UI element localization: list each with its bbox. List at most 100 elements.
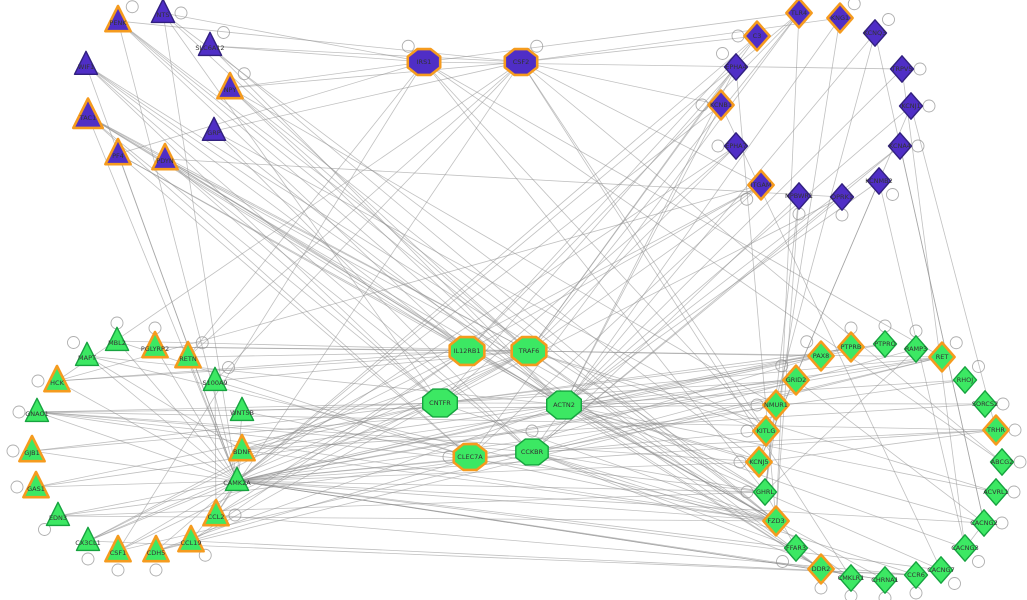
PTPRB-shape[interactable] (837, 331, 865, 363)
MAPT-shape[interactable] (74, 341, 100, 367)
node-ACTN2[interactable]: ACTN2 (546, 390, 582, 420)
node-IRS1[interactable]: IRS1 (406, 47, 442, 77)
BDNF-shape[interactable] (228, 433, 256, 462)
node-TRAF6[interactable]: TRAF6 (510, 335, 548, 367)
node-ABCG2[interactable]: ABCG2 (989, 448, 1015, 476)
WIF1-shape[interactable] (73, 50, 99, 76)
ABCG2-shape[interactable] (989, 448, 1015, 476)
KITLG-shape[interactable] (752, 415, 780, 447)
CAMK2A-shape[interactable] (224, 466, 250, 492)
CNTFR-shape[interactable] (422, 388, 458, 418)
node-GHRL[interactable]: GHRL (752, 478, 778, 506)
WNT5B-shape[interactable] (229, 396, 255, 422)
FZD3-shape[interactable] (762, 505, 790, 537)
RHOJ-shape[interactable] (952, 366, 978, 394)
IL12RB1-shape[interactable] (448, 335, 486, 367)
PAX8-shape[interactable] (807, 340, 835, 372)
EDN3-shape[interactable] (45, 501, 71, 527)
CSF1-shape[interactable] (104, 534, 132, 563)
NPY-shape[interactable] (216, 71, 244, 100)
CCL19-shape[interactable] (177, 524, 205, 553)
node-KCNB1[interactable]: KCNB1 (707, 89, 735, 121)
node-IL12RB1[interactable]: IL12RB1 (448, 335, 486, 367)
node-ACVRL1[interactable]: ACVRL1 (983, 478, 1009, 506)
DDR2-shape[interactable] (807, 553, 835, 585)
TRAF6-shape[interactable] (510, 335, 548, 367)
RETN-shape[interactable] (174, 340, 202, 369)
OPRK1-shape[interactable] (829, 183, 855, 211)
CACNG3-shape[interactable] (952, 534, 978, 562)
SORCS2-shape[interactable] (972, 390, 998, 418)
node-PTPRB[interactable]: PTPRB (837, 331, 865, 363)
CX3CL1-shape[interactable] (75, 526, 101, 552)
PF4-shape[interactable] (104, 137, 132, 166)
PTPRO-shape[interactable] (872, 330, 898, 358)
KCNQ3-shape[interactable] (862, 19, 888, 47)
ACTN2-shape[interactable] (546, 390, 582, 420)
node-RAMP3[interactable]: RAMP3 (903, 335, 929, 363)
ACVRL1-shape[interactable] (983, 478, 1009, 506)
CHRNA1-shape[interactable] (872, 566, 898, 594)
KCNB1-shape[interactable] (707, 89, 735, 121)
node-PTPRO[interactable]: PTPRO (872, 330, 898, 358)
S100A9-shape[interactable] (202, 366, 228, 392)
node-DDR2[interactable]: DDR2 (807, 553, 835, 585)
node-CLEC7A[interactable]: CLEC7A (452, 442, 488, 472)
EPHA4-shape[interactable] (723, 53, 749, 81)
CDH5-shape[interactable] (142, 534, 170, 563)
GHRL-shape[interactable] (752, 478, 778, 506)
node-TRHR[interactable]: TRHR (982, 414, 1010, 446)
RET-shape[interactable] (928, 341, 956, 373)
RAMP3-shape[interactable] (903, 335, 929, 363)
CMKLR1-shape[interactable] (838, 564, 864, 592)
TAC1-shape[interactable] (72, 97, 104, 130)
ITGAM-shape[interactable] (747, 169, 775, 201)
node-KCNJ1[interactable]: KCNJ1 (898, 92, 924, 120)
node-GNAO1[interactable]: GNAO1 (24, 397, 50, 423)
node-GAS1[interactable]: GAS1 (22, 470, 50, 499)
node-SLC6A12[interactable]: SLC6A12 (195, 31, 225, 57)
GRP-shape[interactable] (201, 116, 227, 142)
TRPV5-shape[interactable] (889, 55, 915, 83)
TRHR-shape[interactable] (982, 414, 1010, 446)
GAS1-shape[interactable] (22, 470, 50, 499)
node-CCKBR[interactable]: CCKBR (515, 438, 549, 466)
node-TAC1[interactable]: TAC1 (72, 97, 104, 130)
node-GJB1[interactable]: GJB1 (18, 434, 46, 463)
KNG1-shape[interactable] (826, 2, 854, 34)
node-CX3CL1[interactable]: CX3CL1 (75, 526, 101, 552)
CLEC7A-shape[interactable] (452, 442, 488, 472)
node-RET[interactable]: RET (928, 341, 956, 373)
node-CACNG2[interactable]: CACNG2 (970, 509, 998, 537)
node-TRPV5[interactable]: TRPV5 (889, 55, 915, 83)
CCR6-shape[interactable] (903, 561, 929, 589)
node-PGLYRP2[interactable]: PGLYRP2 (141, 330, 169, 359)
KCNA4-shape[interactable] (887, 132, 913, 160)
node-RHOJ[interactable]: RHOJ (952, 366, 978, 394)
CCL2-shape[interactable] (202, 498, 230, 527)
node-EDN3[interactable]: EDN3 (45, 501, 71, 527)
node-CHRNA1[interactable]: CHRNA1 (871, 566, 899, 594)
CSF2-shape[interactable] (503, 47, 539, 77)
GRID2-shape[interactable] (782, 364, 810, 396)
node-NTS[interactable]: NTS (150, 0, 176, 24)
KCNJ1-shape[interactable] (898, 92, 924, 120)
TLR4-shape[interactable] (785, 0, 813, 29)
GNAO1-shape[interactable] (24, 397, 50, 423)
NPBWR1-shape[interactable] (786, 182, 812, 210)
CACNG7-shape[interactable] (928, 556, 954, 584)
KCNJ5-shape[interactable] (745, 446, 773, 478)
CCKBR-shape[interactable] (515, 438, 549, 466)
node-MBL2[interactable]: MBL2 (104, 326, 130, 352)
IRS1-shape[interactable] (406, 47, 442, 77)
GJB1-shape[interactable] (18, 434, 46, 463)
C3-shape[interactable] (743, 20, 771, 52)
KCNMB2-shape[interactable] (866, 167, 892, 195)
PGLYRP2-shape[interactable] (141, 330, 169, 359)
NMUR1-shape[interactable] (762, 389, 790, 421)
HCK-shape[interactable] (43, 364, 71, 393)
FFAR3-shape[interactable] (783, 534, 809, 562)
node-PDYN[interactable]: PDYN (151, 142, 179, 171)
node-TLR4[interactable]: TLR4 (785, 0, 813, 29)
